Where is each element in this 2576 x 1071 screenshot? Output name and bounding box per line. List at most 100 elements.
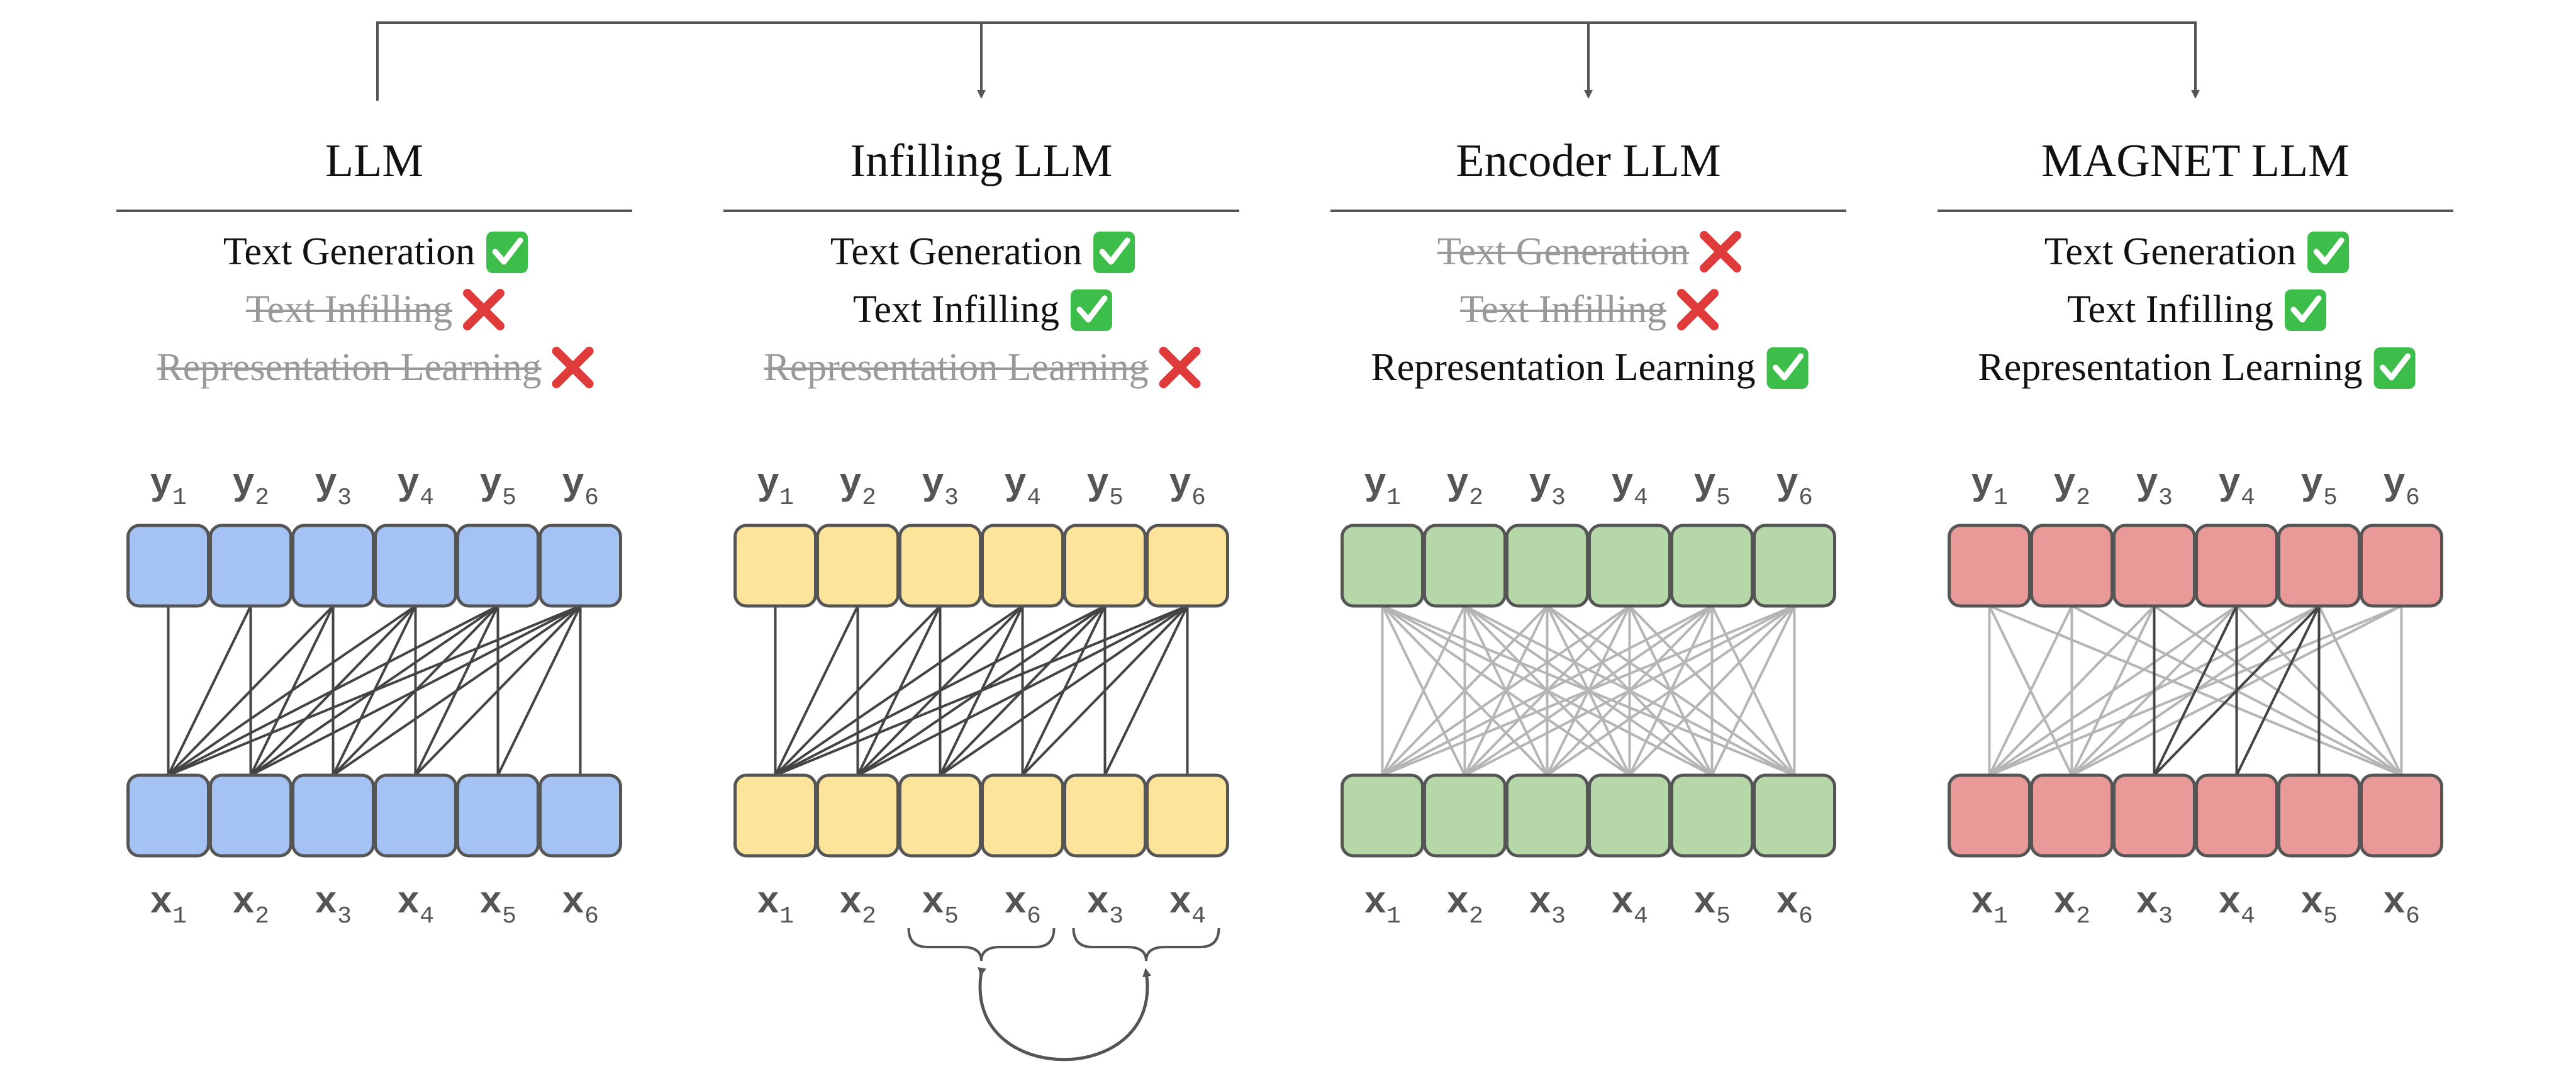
input-token-box <box>456 773 540 858</box>
capability-text-infilling: Text Infilling <box>2067 288 2326 331</box>
output-token-box <box>2112 524 2196 608</box>
span-brace-left <box>907 928 1056 962</box>
output-token-label: y5 <box>1086 463 1124 512</box>
output-token-box <box>1670 524 1754 608</box>
input-token-label: x2 <box>232 882 269 930</box>
output-token-label: y2 <box>232 463 269 512</box>
capability-text-generation: Text Generation <box>1437 230 1742 273</box>
attention-edge-dark <box>496 605 582 776</box>
output-token-label: y2 <box>2053 463 2090 512</box>
output-token-box <box>291 524 375 608</box>
input-token-box <box>538 773 622 858</box>
checkmark-glyph <box>1773 353 1804 381</box>
attention-edge-light <box>1381 605 1795 777</box>
capability-representation-learning: Representation Learning <box>157 346 594 389</box>
attention-edge-dark <box>2153 605 2320 777</box>
attention-edge-light <box>1629 605 1795 777</box>
attention-edge-dark <box>167 605 252 776</box>
capability-text-generation: Text Generation <box>2044 230 2350 273</box>
input-token-box <box>126 773 210 858</box>
capability-text-infilling: Text Infilling <box>853 288 1112 331</box>
input-token-box <box>1341 773 1424 858</box>
checkmark-glyph <box>2380 353 2411 381</box>
output-token-label: y2 <box>839 463 876 512</box>
panel-title: Encoder LLM <box>1456 135 1720 187</box>
output-token-box <box>126 524 210 608</box>
output-token-box <box>1753 524 1836 608</box>
input-token-label: x2 <box>839 882 876 930</box>
input-token-box <box>1505 773 1589 858</box>
checkmark-glyph <box>1076 295 1108 323</box>
cross-icon <box>1159 347 1201 388</box>
checkmark-glyph <box>2290 295 2322 323</box>
input-token-box <box>816 773 900 858</box>
output-token-box <box>2277 524 2361 608</box>
attention-edge-dark <box>250 605 581 777</box>
output-token-label: y1 <box>150 463 187 512</box>
output-token-label: y2 <box>1446 463 1483 512</box>
cross-icon <box>462 289 505 330</box>
span-brace-right <box>1072 928 1220 962</box>
panel-title: LLM <box>325 135 423 187</box>
output-token-label: y3 <box>315 463 352 512</box>
input-token-label: x1 <box>1364 882 1401 930</box>
attention-edge-dark <box>774 605 941 777</box>
output-token-box <box>2030 524 2114 608</box>
output-token-label: y4 <box>1004 463 1041 512</box>
checkmark-glyph <box>492 237 523 265</box>
input-token-box <box>1753 773 1836 858</box>
input-token-label: x6 <box>2383 882 2420 930</box>
attention-edge-dark <box>774 605 1188 777</box>
capability-representation-learning: Representation Learning <box>1978 346 2416 389</box>
output-token-box <box>456 524 540 608</box>
checkmark-glyph <box>1099 237 1130 265</box>
input-token-label: x4 <box>2218 882 2255 930</box>
cross-icon <box>552 347 594 388</box>
output-token-box <box>209 524 293 608</box>
output-token-label: y6 <box>1776 463 1813 512</box>
capability-label: Representation Learning <box>1978 346 2362 389</box>
output-token-label: y6 <box>2383 463 2420 512</box>
attention-edge-dark <box>332 605 581 777</box>
attention-edge-dark <box>167 605 499 777</box>
input-token-box <box>1948 773 2031 858</box>
capability-representation-learning: Representation Learning <box>1371 346 1809 389</box>
attention-edge-dark <box>774 605 1106 777</box>
input-token-label: x4 <box>1611 882 1648 930</box>
attention-edge-dark <box>415 605 581 777</box>
input-token-box <box>209 773 293 858</box>
attention-edge-light <box>1710 605 1796 776</box>
output-token-box <box>898 524 982 608</box>
input-token-label: x2 <box>1446 882 1483 930</box>
input-token-box <box>1146 773 1229 858</box>
input-token-label: x1 <box>1971 882 2008 930</box>
input-token-label: x5 <box>1693 882 1731 930</box>
attention-edge-light <box>1988 605 2155 777</box>
input-token-box <box>1670 773 1754 858</box>
output-token-label: y6 <box>1169 463 1206 512</box>
panel-title: Infilling LLM <box>850 135 1112 187</box>
output-token-label: y4 <box>1611 463 1648 512</box>
output-token-box <box>1948 524 2031 608</box>
input-token-box <box>2360 773 2443 858</box>
attention-edge-light <box>1546 605 1795 777</box>
input-token-box <box>2030 773 2114 858</box>
capability-text-infilling: Text Infilling <box>246 288 505 331</box>
attention-edges <box>1988 605 2403 777</box>
attention-edge-light <box>1464 605 1795 777</box>
input-token-label: x5 <box>2300 882 2338 930</box>
attention-edge-light <box>1988 605 2073 776</box>
cross-icon <box>1676 289 1719 330</box>
input-token-label: x5 <box>922 882 959 930</box>
input-token-box <box>1423 773 1507 858</box>
output-token-label: y3 <box>1529 463 1566 512</box>
attention-edge-light <box>1381 605 1466 776</box>
output-token-box <box>1588 524 1671 608</box>
checkmark-glyph <box>2313 237 2345 265</box>
input-token-box <box>981 773 1064 858</box>
